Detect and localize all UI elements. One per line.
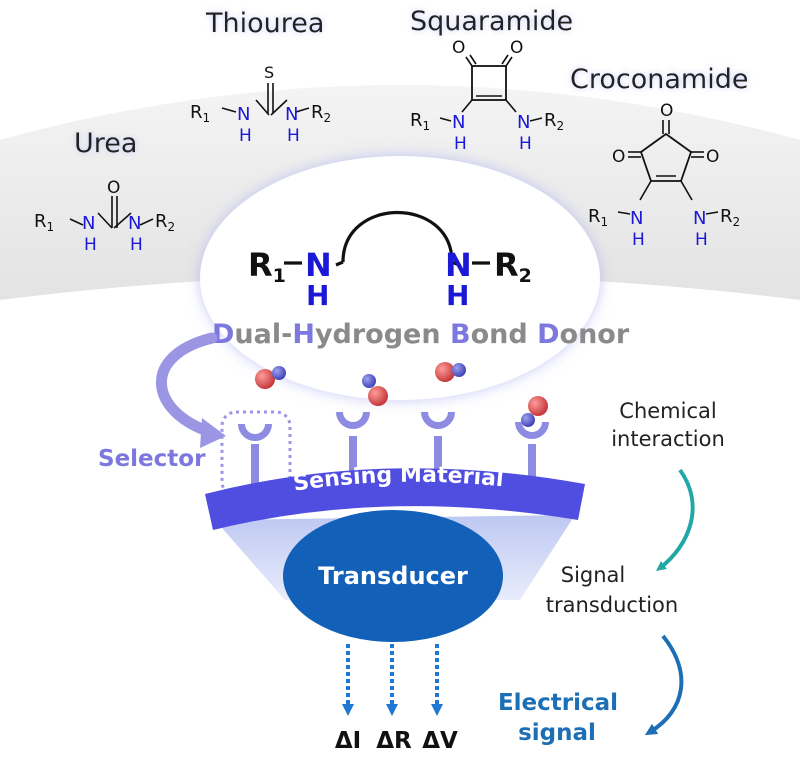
core-h1: H [306,279,329,312]
croconamide-h1: H [632,230,645,250]
squaramide-r2: R2 [544,110,564,133]
croconamide-h2: H [695,230,708,250]
process-chemical-line1: Chemical [619,399,716,423]
croconamide-n1: N [630,208,643,229]
urea-r2: R2 [155,211,175,234]
squaramide-n1: N [452,112,465,133]
receptor-3 [421,412,455,488]
croconamide-o1: O [660,101,673,121]
croconamide-name: Croconamide [570,64,748,95]
selector-label: Selector [98,446,206,472]
urea-r1: R1 [34,211,54,234]
thiourea-sulfur: S [264,63,274,82]
transducer-label: Transducer [318,562,468,590]
urea-h1: H [84,235,97,255]
core-n1: N [305,246,332,284]
urea-molecule: Urea O R1 N H N H R2 [34,128,175,255]
thiourea-name: Thiourea [205,8,324,39]
urea-n1: N [82,213,95,234]
process-chemical-line2: interaction [611,427,725,451]
dhbd-label: Dual-Hydrogen Bond Donor [212,319,630,350]
croconamide-n2: N [693,208,706,229]
process-electrical-line2: signal [518,720,596,746]
squaramide-o1: O [452,38,465,58]
signal-to-electrical-arrow [644,634,684,736]
squaramide-name: Squaramide [410,6,573,37]
croconamide-r2: R2 [720,206,740,229]
thiourea-h2: H [287,126,300,146]
core-h2: H [446,279,469,312]
process-signal-line2: transduction [546,593,678,617]
gas-molecule-2 [362,374,388,406]
squaramide-o2: O [510,38,523,58]
dhbd-to-selector-arrow [156,332,218,438]
squaramide-n2: N [517,112,530,133]
squaramide-molecule: Squaramide O O R1 N H N H R2 [410,6,573,154]
thiourea-h1: H [239,126,252,146]
urea-name: Urea [74,128,137,159]
squaramide-h2: H [519,134,532,154]
chem-to-signal-arrow [656,468,695,572]
output-delta-r: ΔR [376,728,412,754]
gas-molecule-3 [435,362,466,382]
thiourea-n2: N [285,104,298,125]
receptor-1 [238,424,272,488]
process-electrical-line1: Electrical [498,690,618,716]
squaramide-r1: R1 [410,110,430,133]
urea-n2: N [128,213,141,234]
sensing-material-band [205,468,585,530]
core-r1: R1 [248,246,286,287]
squaramide-h1: H [454,134,467,154]
dhbd-linker-arc [341,210,454,263]
output-delta-v: ΔV [422,728,458,754]
croconamide-r1: R1 [588,206,608,229]
output-delta-i: ΔI [335,728,361,754]
transducer-ellipse [283,510,503,642]
core-n2: N [445,246,472,284]
core-r2: R2 [494,246,532,287]
croconamide-molecule: Croconamide O O O R1 N H N H R2 [570,64,748,250]
process-signal-line1: Signal [561,563,626,587]
gas-molecule-4 [521,396,548,427]
receptor-4 [515,422,549,490]
thiourea-r1: R1 [190,102,210,125]
gas-molecule-1 [255,366,286,389]
receptor-2 [336,412,370,488]
croconamide-o2: O [612,147,625,167]
urea-h2: H [130,235,143,255]
urea-oxygen: O [107,178,120,198]
dhbd-core-structure: R1 N H N H R2 [248,210,532,312]
dhbd-core-bubble [200,156,600,400]
thiourea-r2: R2 [311,102,331,125]
thiourea-molecule: Thiourea S R1 N H N H R2 [190,8,331,146]
thiourea-n1: N [237,104,250,125]
croconamide-o3: O [706,147,719,167]
